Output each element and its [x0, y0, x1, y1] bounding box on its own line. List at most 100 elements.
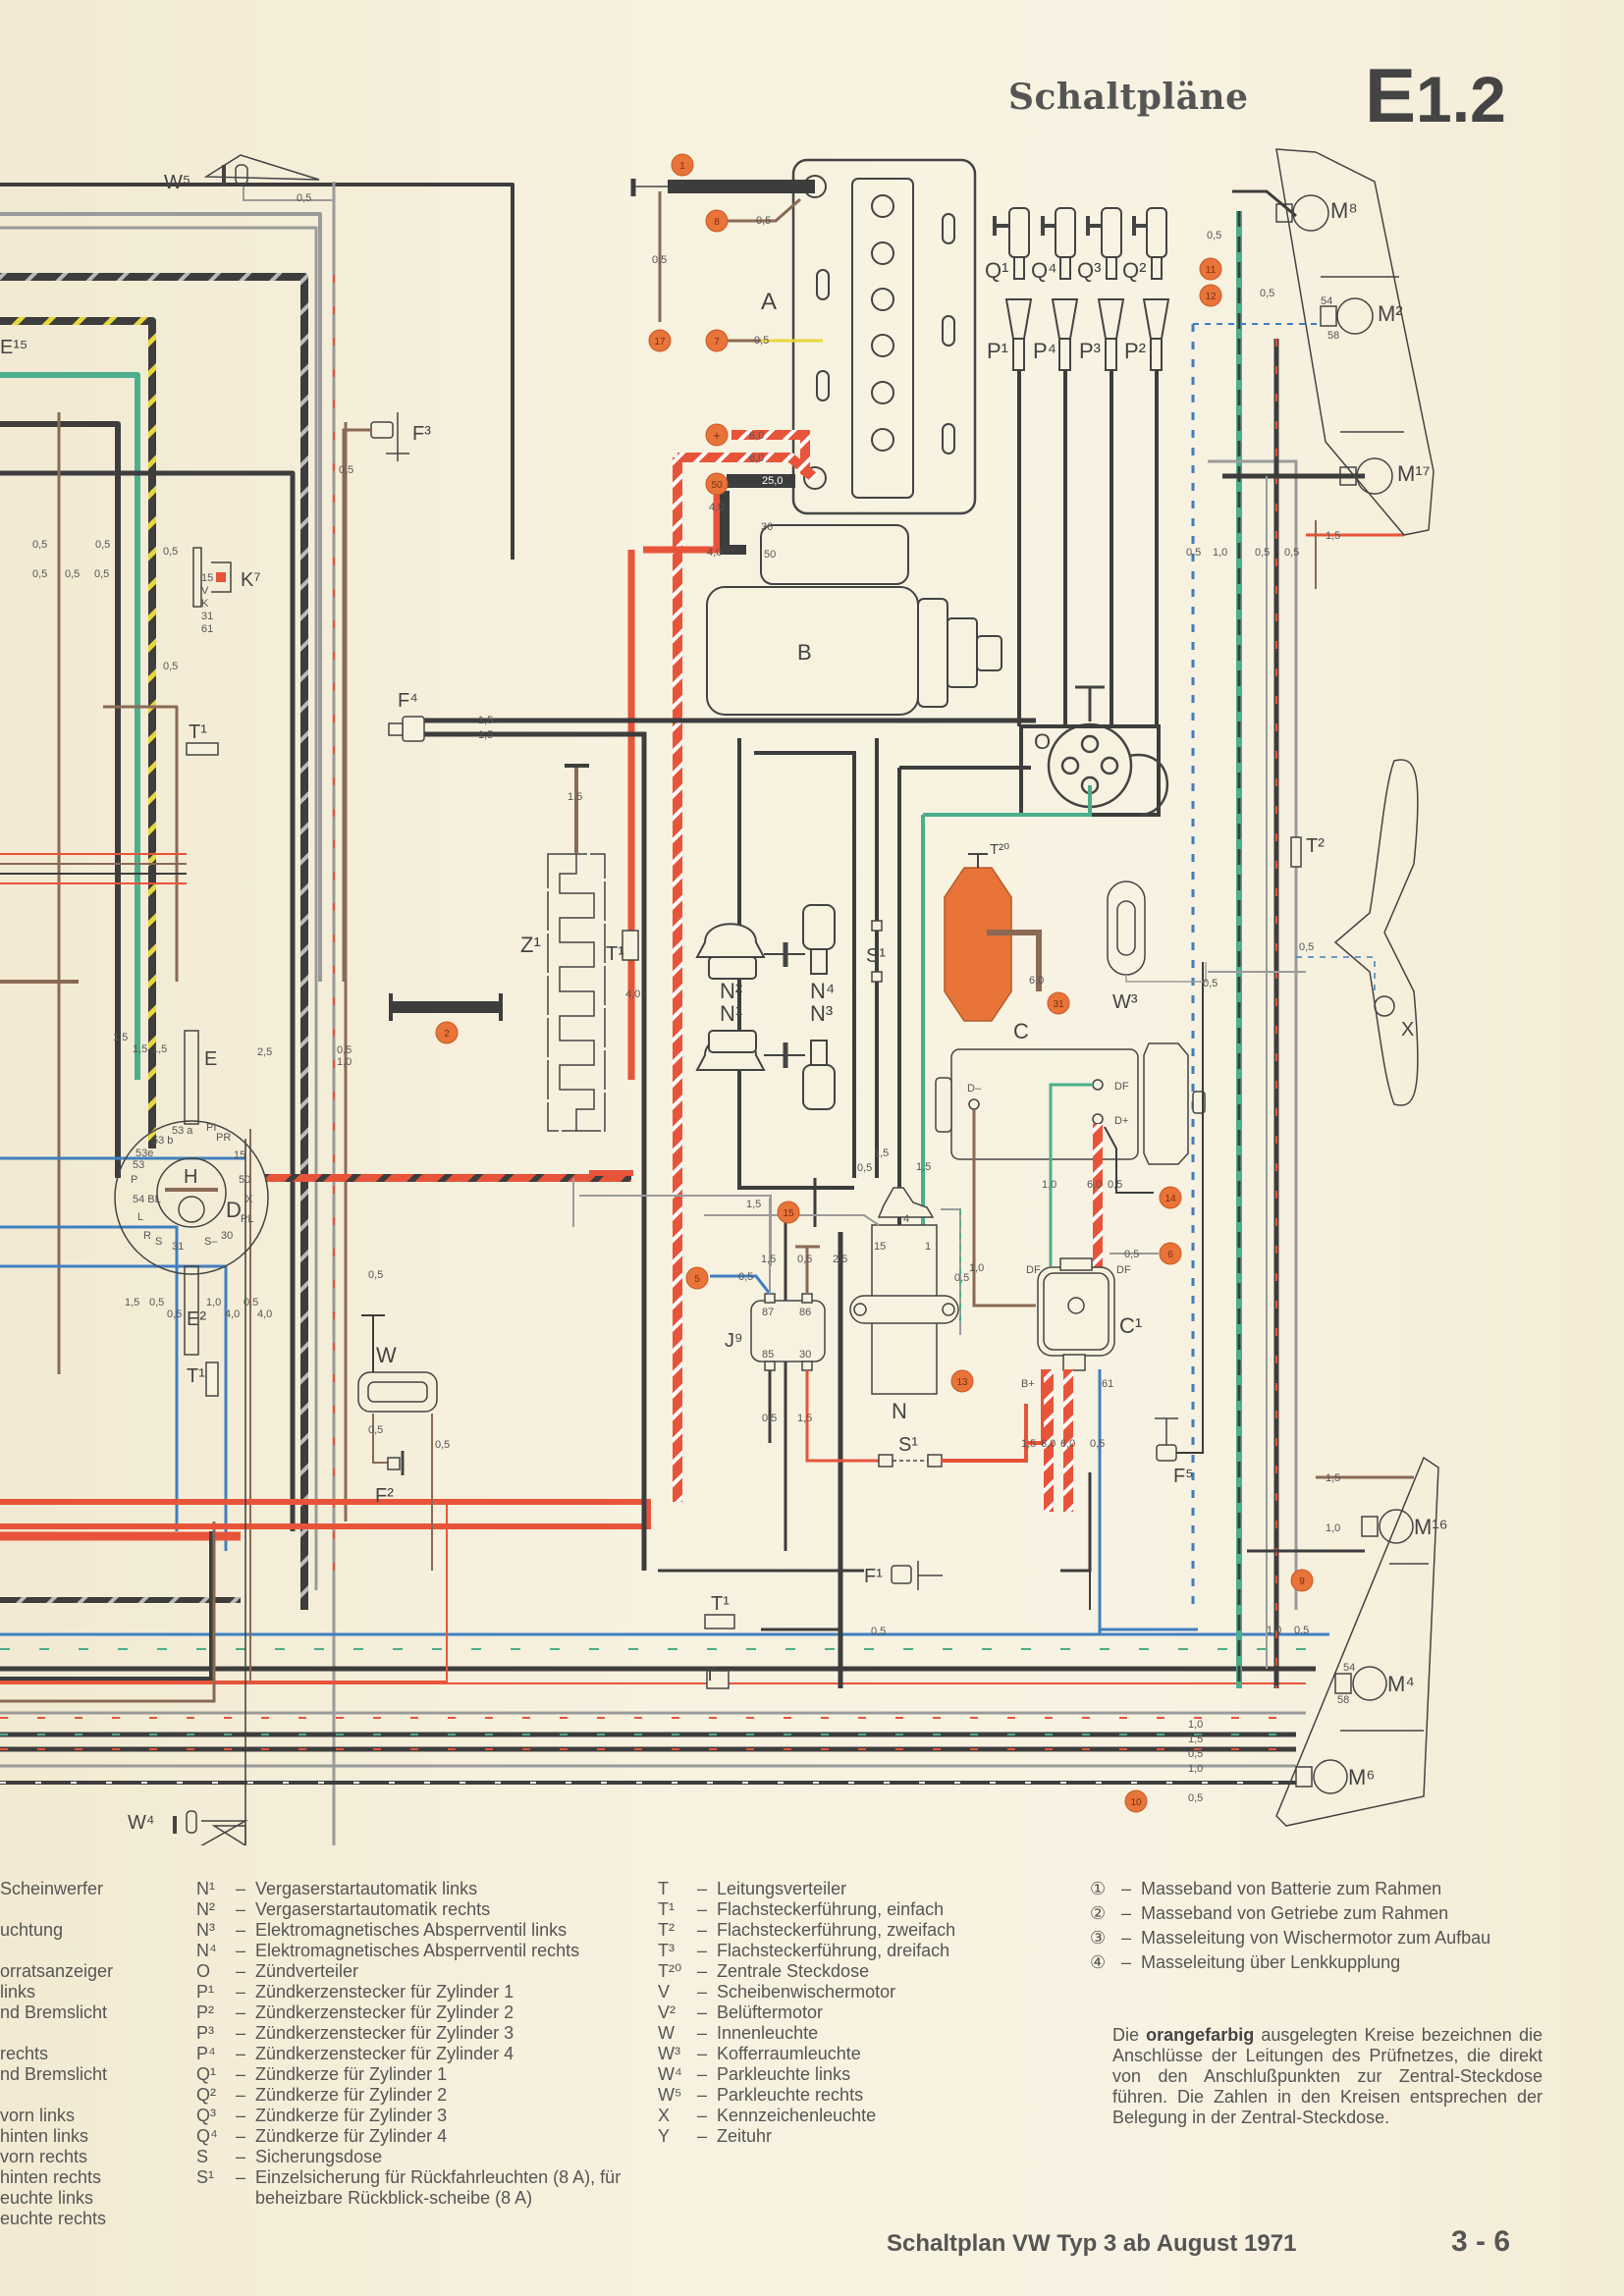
svg-text:0,5: 0,5 — [368, 1424, 383, 1436]
test-point-11[interactable]: 11 — [1199, 257, 1222, 281]
spark-plug-q2[interactable] — [1132, 207, 1170, 726]
ignition-coil-N[interactable] — [849, 1187, 959, 1395]
legend-entry: T³–Flachsteckerführung, dreifach — [658, 1941, 1070, 1961]
svg-text:1: 1 — [925, 1241, 931, 1253]
test-point-5[interactable]: 5 — [685, 1266, 709, 1290]
svg-text:1,5: 1,5 — [797, 1413, 812, 1424]
legend-key: N⁴ — [196, 1941, 217, 1960]
oil-pressure-switch-F4[interactable] — [388, 716, 425, 742]
test-point-7[interactable]: 7 — [705, 329, 729, 352]
svg-text:0,5: 0,5 — [797, 1254, 812, 1265]
test-points: 1 2 8 17 7 + 50 11 12 31 15 5 13 14 6 9 … — [435, 153, 1314, 1813]
svg-text:0,5: 0,5 — [65, 568, 80, 580]
legend-entry: Y–Zeituhr — [658, 2126, 1070, 2147]
test-point-plus[interactable]: + — [705, 423, 729, 447]
test-point-9[interactable]: 9 — [1290, 1569, 1314, 1592]
test-point-2[interactable]: 2 — [435, 1021, 459, 1044]
svg-text:15: 15 — [234, 1149, 245, 1161]
label-P1: P¹ — [987, 339, 1008, 363]
rear-light-cluster-top[interactable] — [1275, 148, 1435, 536]
test-point-15[interactable]: 15 — [777, 1201, 800, 1224]
legend-row: hinten links — [0, 2126, 89, 2146]
distributor-O[interactable] — [1019, 685, 1169, 817]
warning-light-K7[interactable] — [192, 547, 232, 608]
license-plate-light-X[interactable] — [1296, 759, 1419, 1106]
legend-value: Vergaserstartautomatik rechts — [255, 1899, 491, 1919]
rear-light-cluster-bottom[interactable] — [1275, 1456, 1439, 1827]
fuse-S1[interactable] — [871, 920, 883, 983]
label-M16: M¹⁶ — [1414, 1515, 1448, 1539]
interior-light-W[interactable] — [357, 1314, 438, 1571]
switch-F1[interactable] — [891, 1561, 943, 1590]
test-point-31[interactable]: 31 — [1047, 991, 1070, 1015]
svg-text:1,5: 1,5 — [478, 729, 493, 741]
ignition-switch-D[interactable] — [114, 1030, 269, 1356]
switch-F5[interactable] — [1155, 962, 1204, 1462]
legend-entry: V–Scheibenwischermotor — [658, 1982, 1070, 2002]
test-point-8[interactable]: 8 — [705, 209, 729, 233]
trunk-light-W3[interactable] — [1107, 881, 1207, 983]
carburettor-valves[interactable] — [695, 904, 836, 1110]
spark-plug-q3[interactable] — [1086, 207, 1125, 726]
relay-J9[interactable] — [750, 1293, 826, 1371]
inline-fuse-S1[interactable] — [878, 1454, 943, 1468]
svg-text:7: 7 — [714, 337, 720, 347]
spark-plug-q1[interactable] — [993, 207, 1033, 726]
test-point-1[interactable]: 1 — [671, 153, 694, 177]
svg-text:0,5: 0,5 — [339, 464, 353, 476]
svg-text:0,5: 0,5 — [244, 1297, 258, 1308]
svg-text:PR: PR — [216, 1132, 231, 1144]
legend-key: P³ — [196, 2023, 214, 2043]
voltage-regulator-C1[interactable] — [1037, 1257, 1115, 1371]
starter-B[interactable]: B — [706, 524, 1002, 716]
distributor-T — [706, 1670, 730, 1689]
wiring-diagram: A B — [0, 148, 1448, 1845]
test-point-12[interactable]: 12 — [1199, 284, 1222, 307]
test-point-10[interactable]: 10 — [1124, 1789, 1148, 1813]
svg-text:L: L — [137, 1211, 143, 1223]
connector-T2 — [1290, 836, 1302, 868]
svg-text:50: 50 — [764, 549, 776, 561]
legend-row: vorn rechts — [0, 2147, 88, 2166]
svg-text:13: 13 — [956, 1377, 968, 1388]
svg-text:6,0: 6,0 — [1060, 1438, 1075, 1450]
legend-value: Zündkerzenstecker für Zylinder 2 — [255, 2002, 514, 2022]
test-point-50[interactable]: 50 — [705, 472, 729, 496]
legend-entry: T¹–Flachsteckerführung, einfach — [658, 1899, 1070, 1920]
svg-text:54: 54 — [1321, 295, 1332, 307]
page-title: Schaltpläne — [1008, 77, 1249, 118]
parking-light-W5[interactable] — [203, 154, 334, 201]
test-point-17[interactable]: 17 — [648, 329, 672, 352]
legend-value: Zündkerze für Zylinder 4 — [255, 2126, 448, 2146]
battery-A[interactable]: A — [761, 158, 977, 515]
alternator-C[interactable] — [935, 1042, 1206, 1165]
test-network-note: Die orangefarbig ausgelegten Kreise beze… — [1112, 2025, 1543, 2128]
legend-entry: N³–Elektromagnetisches Absperrventil lin… — [196, 1920, 638, 1941]
connector-T1-b — [704, 1614, 735, 1629]
parking-light-W4[interactable] — [173, 1810, 248, 1845]
label-A: A — [761, 289, 777, 315]
label-M6: M⁶ — [1348, 1765, 1375, 1789]
svg-text:4,0: 4,0 — [625, 988, 640, 1000]
svg-text:1,5: 1,5 — [125, 1297, 139, 1308]
svg-text:1,5: 1,5 — [478, 715, 493, 726]
connector-T1-d — [205, 1362, 219, 1397]
svg-text:1,5: 1,5 — [1326, 1472, 1340, 1484]
test-point-14[interactable]: 14 — [1159, 1186, 1182, 1209]
test-point-13[interactable]: 13 — [950, 1369, 974, 1393]
legend-key: Q³ — [196, 2106, 216, 2125]
svg-text:0,5: 0,5 — [762, 1413, 777, 1424]
spark-plug-q4[interactable] — [1041, 207, 1079, 726]
legend-entry: S¹–Einzelsicherung für Rückfahrleuchten … — [196, 2167, 638, 2209]
switch-F3[interactable] — [342, 412, 409, 982]
rear-window-heater-Z1[interactable] — [547, 764, 606, 1132]
note-rest: ausgelegten Kreise bezeichnen die Anschl… — [1112, 2025, 1543, 2127]
central-socket-T20[interactable] — [944, 853, 1042, 1022]
svg-text:R: R — [143, 1230, 151, 1242]
legend-value: Leitungsverteiler — [717, 1879, 847, 1898]
legend-dash: – — [1121, 1928, 1132, 1948]
test-point-6[interactable]: 6 — [1159, 1242, 1182, 1265]
svg-text:14: 14 — [1164, 1194, 1176, 1204]
legend-key: N² — [196, 1899, 215, 1919]
